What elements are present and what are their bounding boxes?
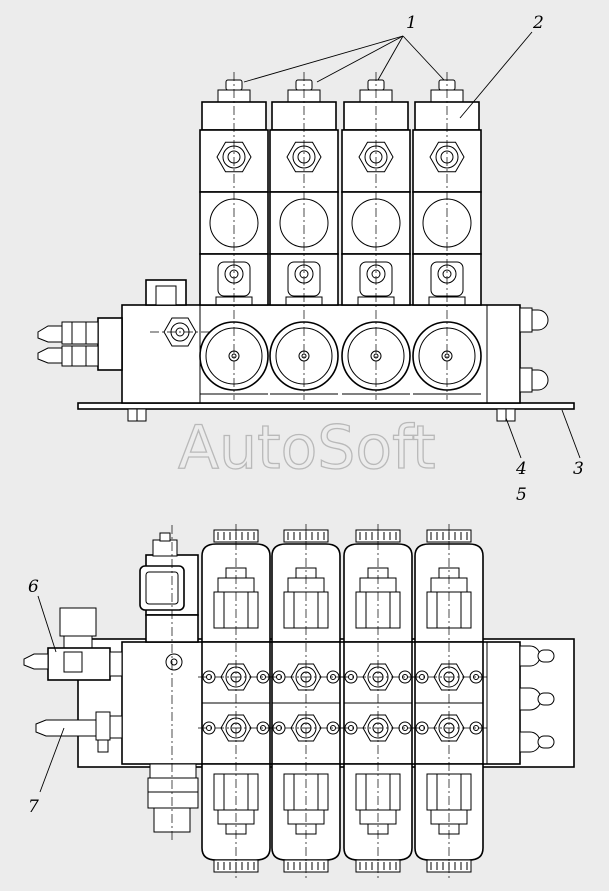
callout-6: 6: [28, 577, 39, 597]
callout-4: 4: [515, 459, 527, 479]
plan-right-fittings: [519, 645, 555, 753]
callout-5: 5: [516, 485, 527, 505]
watermark: AutoSoft: [178, 413, 436, 483]
callout-leaders-top: [243, 31, 581, 459]
plan-section-group: [198, 524, 487, 878]
relief-valve: [145, 279, 210, 347]
callout-1: 1: [406, 13, 417, 33]
callout-2: 2: [532, 13, 544, 33]
round-plug: [351, 198, 401, 248]
top-section-1: [199, 72, 269, 400]
round-plug: [422, 198, 472, 248]
inlet-tee: [23, 607, 123, 681]
plate-bolt-left: [127, 408, 147, 422]
top-section-4: [412, 72, 482, 400]
right-end-fitting-lower: [519, 367, 549, 393]
round-plug: [209, 198, 259, 248]
top-section-3: [341, 72, 411, 400]
top-section-group: [199, 72, 482, 400]
right-end-fitting-upper: [519, 307, 549, 333]
callout-7: 7: [28, 797, 39, 817]
callout-leaders-bottom: [37, 595, 65, 793]
inlet-fitting: [37, 317, 123, 371]
callout-3: 3: [573, 459, 584, 479]
mounting-plate: [77, 402, 575, 410]
plan-section-1: [198, 524, 274, 878]
round-plug: [279, 198, 329, 248]
plate-bolt-right: [496, 408, 516, 422]
drain-fitting: [35, 711, 123, 753]
top-elevation-view: [37, 31, 581, 459]
plan-relief-valve: [139, 525, 199, 840]
plan-section-2: [268, 524, 344, 878]
top-section-2: [269, 72, 339, 400]
plan-section-3: [340, 524, 416, 878]
plan-view: [23, 524, 575, 878]
plan-section-4: [411, 524, 487, 878]
